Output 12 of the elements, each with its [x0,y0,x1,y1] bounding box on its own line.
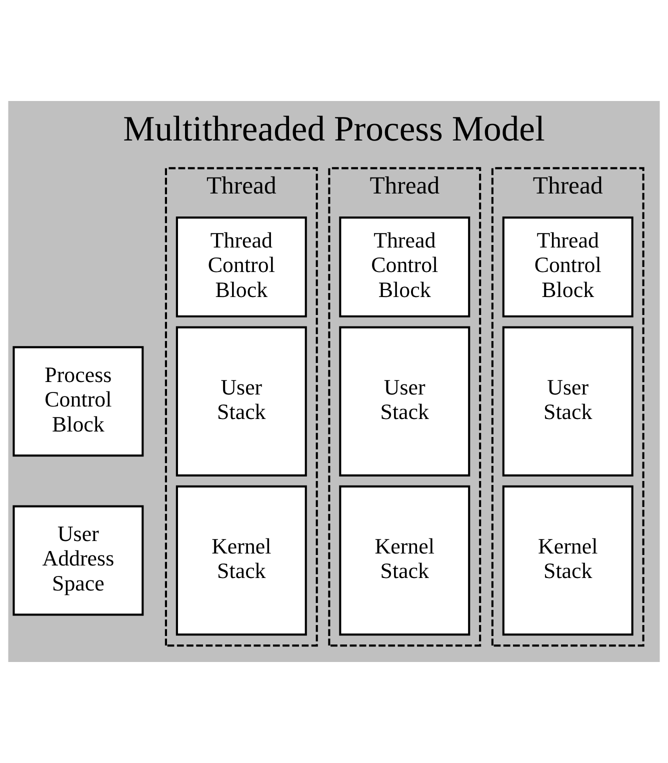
node-box: Kernel Stack [502,485,634,636]
node-box: Kernel Stack [176,485,307,636]
node-box: User Stack [176,326,307,476]
node-box: Process Control Block [12,346,144,457]
node-box: User Stack [502,326,634,476]
node-box: Kernel Stack [339,485,470,636]
node-box: Thread Control Block [502,216,634,318]
node-box: Thread Control Block [176,216,307,318]
diagram-title: Multithreaded Process Model [123,108,545,149]
node-box: User Stack [339,326,470,476]
node-box: Thread Control Block [339,216,470,318]
node-box: User Address Space [12,505,144,616]
